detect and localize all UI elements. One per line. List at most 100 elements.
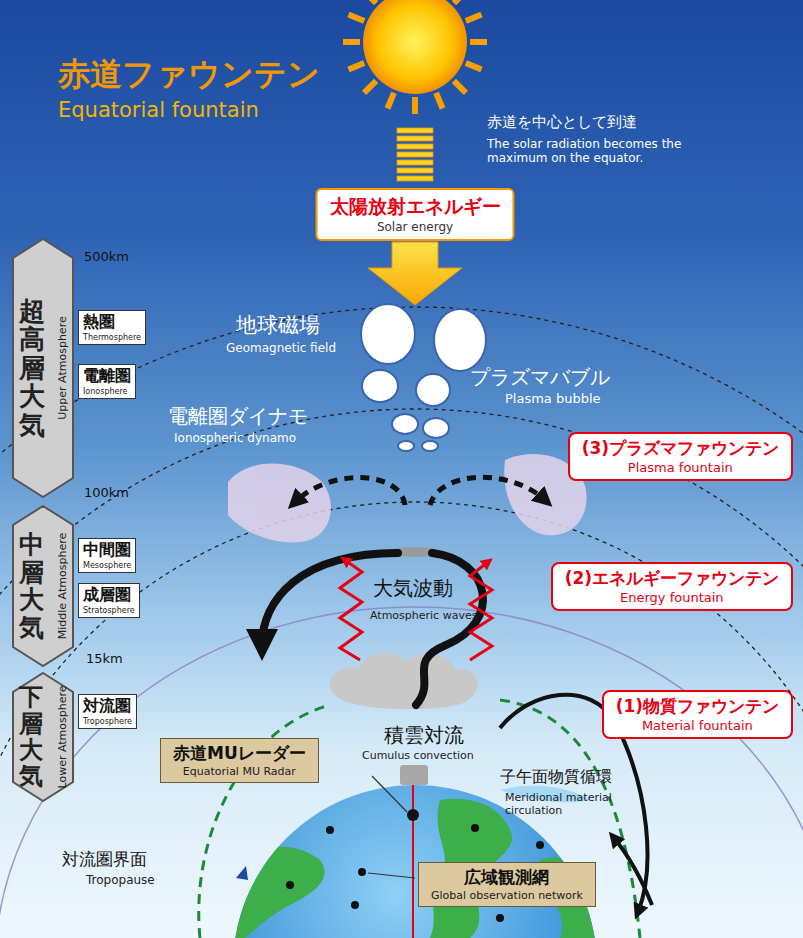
box-title: 電離圏	[83, 366, 131, 387]
drawing-part	[364, 81, 376, 93]
drawing-part	[423, 418, 449, 438]
tropopause-marker	[236, 866, 248, 880]
drawing-part	[363, 0, 467, 94]
box-title: 中間圏	[83, 540, 131, 561]
drawing-part	[536, 841, 544, 849]
layer-box: 電離圏Ionosphere	[78, 364, 136, 399]
drawing-part	[412, 97, 418, 114]
drawing-part	[0, 409, 803, 938]
drawing-part	[340, 560, 362, 660]
plasma-fountain-arrows	[295, 477, 545, 505]
drawing-part	[13, 506, 73, 666]
drawing-part	[466, 63, 482, 70]
drawing-part	[416, 374, 450, 406]
box-subtitle: Troposphere	[83, 717, 132, 726]
label: 赤道を中心として到達	[487, 114, 637, 131]
band-name: 下層大気	[19, 684, 43, 790]
drawing-part	[454, 0, 466, 3]
drawing-part	[358, 868, 366, 876]
stratosphere-line	[0, 607, 803, 938]
layer-band: 超高層大気Upper Atmosphere熱圏Thermosphere電離圏Io…	[12, 238, 74, 498]
drawing-part	[228, 464, 331, 543]
box-subtitle: Material fountain	[616, 718, 779, 733]
box-title: 対流圏	[83, 696, 132, 717]
box-title: 太陽放射エネルギー	[330, 194, 501, 220]
altitude-circles	[0, 307, 803, 938]
atmospheric-waves	[340, 560, 492, 660]
label: Atmospheric waves	[370, 610, 477, 623]
drawing-part	[0, 502, 803, 938]
box-subtitle: Global observation network	[431, 889, 583, 902]
label: Ionospheric dynamo	[174, 432, 296, 446]
label: プラズマバブル	[470, 366, 610, 389]
band-name-en: Upper Atmosphere	[56, 316, 69, 419]
label: Geomagnetic field	[226, 342, 336, 356]
drawing-part	[362, 370, 398, 402]
observation-box: 赤道MUレーダーEquatorial MU Radar	[160, 738, 319, 783]
drawing-part	[422, 441, 438, 451]
label: 電離圏ダイナモ	[168, 405, 308, 428]
drawing-part	[397, 152, 433, 157]
drawing-part	[397, 176, 433, 181]
label: Equatorial fountain	[58, 98, 259, 122]
label: Plasma bubble	[505, 392, 601, 407]
drawing-part	[343, 0, 487, 114]
drawing-part	[0, 307, 803, 938]
box-subtitle: Ionosphere	[83, 387, 131, 396]
box-subtitle: Plasma fountain	[582, 460, 779, 475]
drawing-part	[387, 93, 394, 109]
box-subtitle: Energy fountain	[565, 590, 779, 605]
label: 対流圏界面	[62, 850, 147, 870]
label: The solar radiation becomes the maximum …	[487, 138, 687, 166]
drawing-part	[397, 144, 433, 149]
leader-lines	[368, 776, 415, 878]
drawing-part	[348, 14, 364, 21]
energy-fountain-arrows	[262, 553, 483, 705]
sun	[343, 0, 487, 114]
drawing-part	[454, 81, 466, 93]
drawing-part	[343, 39, 360, 45]
box-title: 広域観測網	[431, 866, 583, 889]
layer-band: 下層大気Lower Atmosphere対流圏Troposphere	[12, 672, 74, 802]
box-title: (1)物質ファウンテン	[616, 695, 779, 718]
label: 100km	[84, 486, 129, 501]
drawing-part	[466, 14, 482, 21]
layer-box: 対流圏Troposphere	[78, 694, 137, 729]
band-name-en: Lower Atmosphere	[56, 685, 69, 788]
box-title: (3)プラズマファウンテン	[582, 437, 779, 460]
band-name: 中層大気	[19, 531, 44, 641]
drawing-part	[330, 653, 478, 709]
title: 赤道ファウンテン	[58, 56, 320, 93]
label: 地球磁場	[236, 313, 320, 337]
drawing-part	[295, 478, 405, 505]
box-title: 成層圏	[83, 585, 135, 606]
plasma-fountain-regions	[228, 454, 587, 542]
box-title: (2)エネルギーファウンテン	[565, 567, 779, 590]
drawing-part	[436, 93, 443, 109]
drawing-part	[397, 168, 433, 173]
drawing-part	[398, 441, 414, 451]
cumulus-cloud	[330, 547, 478, 785]
box-title: 赤道MUレーダー	[173, 742, 306, 765]
solar-energy-box: 太陽放射エネルギーSolar energy	[316, 188, 515, 241]
layer-box: 中間圏Mesosphere	[78, 538, 136, 573]
label: Tropopause	[86, 874, 155, 888]
drawing-part	[407, 809, 419, 821]
label: Cumulus convection	[362, 750, 474, 763]
drawing-part	[397, 160, 433, 165]
drawing-part	[13, 239, 73, 497]
drawing-part	[235, 847, 325, 938]
solar-beam	[397, 128, 433, 181]
band-name-en: Middle Atmosphere	[56, 533, 69, 639]
drawing-part	[471, 824, 479, 832]
meridional-circulation	[199, 700, 640, 938]
label: Meridional material circulation	[505, 792, 617, 817]
drawing-part	[13, 673, 73, 801]
plasma-bubbles	[361, 304, 486, 451]
layer-box: 熱圏Thermosphere	[78, 310, 146, 345]
label: 子午面物質循環	[500, 768, 612, 786]
drawing-part	[430, 477, 545, 505]
fountain-callout: (2)エネルギーファウンテンEnergy fountain	[551, 562, 793, 611]
drawing-part	[392, 414, 418, 434]
